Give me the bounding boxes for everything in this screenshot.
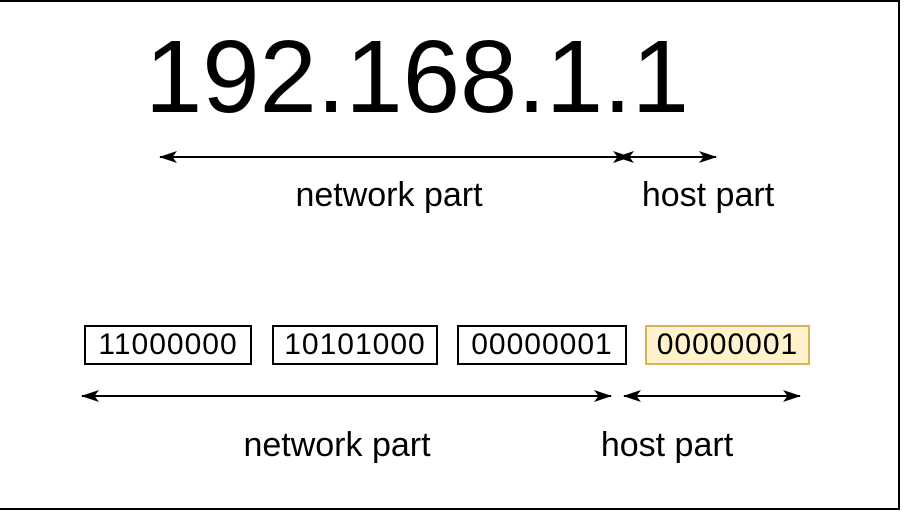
binary-octet-box-1: 11000000 xyxy=(84,325,252,365)
binary-octet-box-3: 00000001 xyxy=(457,325,627,365)
binary-octet-box-2: 10101000 xyxy=(272,325,438,365)
host-part-label-decimal: host part xyxy=(641,176,775,214)
binary-octet-box-4-host: 00000001 xyxy=(645,325,810,365)
ip-address-title: 192.168.1.1 xyxy=(144,19,690,134)
network-part-label-decimal: network part xyxy=(295,176,483,214)
network-part-label-binary: network part xyxy=(243,426,431,464)
host-part-label-binary: host part xyxy=(600,426,734,464)
